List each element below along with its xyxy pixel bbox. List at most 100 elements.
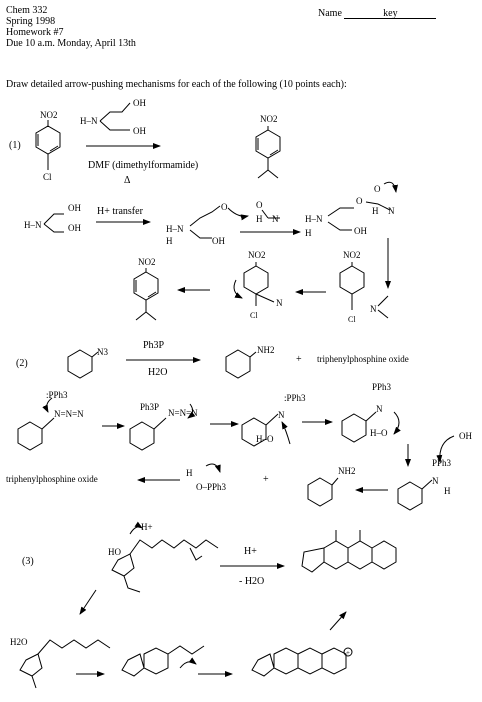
svg-text:Cl: Cl xyxy=(348,315,356,324)
course-label: Chem 332 xyxy=(6,5,48,16)
svg-text:H: H xyxy=(372,206,379,216)
svg-text:H: H xyxy=(166,236,173,246)
p2-int4: N PPh3 xyxy=(341,382,401,443)
p1-diol-oh1: OH xyxy=(68,203,81,213)
p2-hoh-2: H–O xyxy=(370,428,388,438)
p1-product-no2: NO2 xyxy=(260,114,278,124)
p1-amine-nh: H–N xyxy=(80,116,98,126)
p3-cation-1 xyxy=(19,639,111,689)
p2-hoh-1: H–O xyxy=(256,434,274,444)
p2-azide: N3 xyxy=(97,347,108,357)
p3-cation-2 xyxy=(121,645,205,677)
p2-reagent: Ph3P xyxy=(143,340,165,351)
p1-amine-oh-top: OH xyxy=(133,98,146,108)
svg-text:N: N xyxy=(278,410,285,420)
svg-text:O: O xyxy=(221,202,228,212)
p1-meisenheimer: Cl N xyxy=(233,262,283,320)
p1-meis-no2: NO2 xyxy=(248,250,266,260)
p1-diol-oh2: OH xyxy=(68,223,81,233)
p2-byproduct-2: triphenylphosphine oxide xyxy=(6,474,98,484)
p2-int5: PPh3 N H xyxy=(397,435,455,511)
p1-ar-amide: Cl N xyxy=(339,262,389,324)
svg-text:O: O xyxy=(256,200,263,210)
p2-water: H2O xyxy=(148,367,168,378)
p1-diethanolamine xyxy=(99,102,131,131)
p3-down-arrow xyxy=(79,589,97,615)
p2-final-amine xyxy=(307,477,339,507)
svg-text:N: N xyxy=(432,476,439,486)
svg-text:H: H xyxy=(444,486,451,496)
p2-ph3p: Ph3P xyxy=(140,402,160,412)
p1-aryl-chloride xyxy=(35,120,61,170)
p1-final-product xyxy=(133,268,159,321)
svg-text:OH: OH xyxy=(354,226,367,236)
name-label: Name xyxy=(318,8,342,19)
svg-text:H: H xyxy=(186,468,193,478)
instructions: Draw detailed arrow-pushing mechanisms f… xyxy=(6,79,347,90)
p3-h2o-plus: H2O xyxy=(10,637,28,647)
p2-nnn-1: N=N=N xyxy=(54,409,84,419)
p2-ho-p: H xyxy=(186,463,221,478)
p2-byproduct: triphenylphosphine oxide xyxy=(317,354,409,364)
svg-text:N: N xyxy=(376,404,383,414)
p1-product xyxy=(255,126,281,179)
term-label: Spring 1998 xyxy=(6,16,56,27)
p1-proton-transfer: H+ transfer xyxy=(97,206,143,217)
svg-text:Cl: Cl xyxy=(250,311,258,320)
p3-polyene xyxy=(111,521,219,593)
p1-final-no2: NO2 xyxy=(138,257,156,267)
p2-plus: + xyxy=(296,354,302,365)
p3-minus-water: - H2O xyxy=(239,576,265,587)
svg-text:H: H xyxy=(305,228,312,238)
svg-text:N: N xyxy=(276,298,283,308)
p2-cyclohexylamine xyxy=(225,349,257,379)
p1-amine-oh-bottom: OH xyxy=(133,126,146,136)
svg-text:O: O xyxy=(356,196,363,206)
p3-steroid xyxy=(301,530,397,573)
p1-dmf: O H N xyxy=(256,200,280,224)
svg-text:PPh3: PPh3 xyxy=(372,382,392,392)
p2-nnn-2: N=N=N xyxy=(168,408,198,418)
p2-amine: NH2 xyxy=(257,345,275,355)
p2-amine-2: NH2 xyxy=(338,466,356,476)
p2-int3-pph3: :PPh3 xyxy=(284,393,306,403)
p1-alkoxide: H–N H OH O xyxy=(166,202,249,246)
p2-oh-anion: OH xyxy=(459,431,472,441)
p1-solvent: DMF (dimethylformamide) xyxy=(88,160,199,171)
svg-text:N: N xyxy=(388,206,395,216)
p1-tetrahedral: H–N H OH O O H N xyxy=(305,181,398,238)
svg-text:N: N xyxy=(272,214,279,224)
p2-pph3: :PPh3 xyxy=(46,390,68,400)
svg-text:N: N xyxy=(370,304,377,314)
p3-reagent: H+ xyxy=(244,546,257,557)
homework-label: Homework #7 xyxy=(6,27,64,38)
p1-diol-nh: H–N xyxy=(24,220,42,230)
p1-int-no2: NO2 xyxy=(343,250,361,260)
p2-plus-2: + xyxy=(263,474,269,485)
svg-text:PPh3: PPh3 xyxy=(432,458,452,468)
problem-2-number: (2) xyxy=(16,358,28,369)
name-field: Name key xyxy=(318,8,437,19)
svg-text:OH: OH xyxy=(212,236,225,246)
problem-1-number: (1) xyxy=(9,140,21,151)
svg-text:+: + xyxy=(346,649,350,657)
name-value: key xyxy=(344,8,437,19)
p1-cl-label: Cl xyxy=(43,172,52,182)
problem-3-number: (3) xyxy=(22,556,34,567)
p3-hplus-top: H+ xyxy=(141,522,153,532)
p2-int3: N xyxy=(241,410,291,447)
p1-diol xyxy=(43,213,64,233)
due-label: Due 10 a.m. Monday, April 13th xyxy=(6,38,136,49)
p2-cyclohexyl-azide xyxy=(67,349,99,379)
p1-no2-label: NO2 xyxy=(40,110,58,120)
p2-o-pph3: O–PPh3 xyxy=(196,482,227,492)
svg-text:H–N: H–N xyxy=(305,214,323,224)
p1-heat: Δ xyxy=(124,175,131,186)
p3-ho: HO xyxy=(108,547,121,557)
svg-text:H: H xyxy=(256,214,263,224)
p2-int1 xyxy=(17,397,55,451)
svg-text:O: O xyxy=(374,184,381,194)
svg-text:H–N: H–N xyxy=(166,224,184,234)
p2-int2 xyxy=(129,403,196,451)
